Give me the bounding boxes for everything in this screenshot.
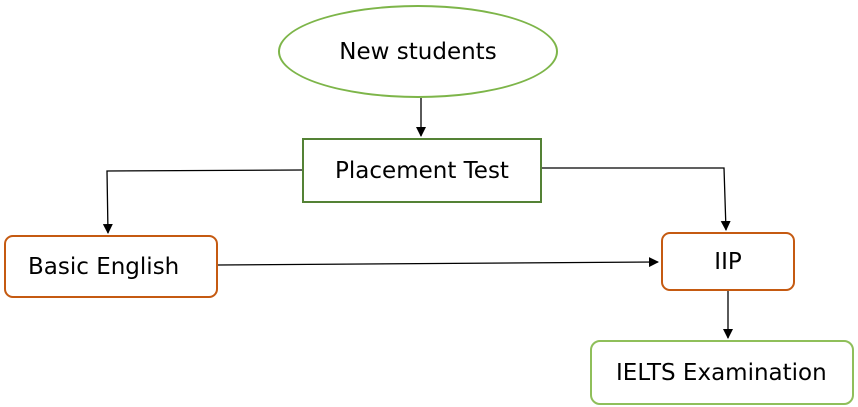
node-ielts-examination: IELTS Examination bbox=[590, 340, 854, 405]
node-label: Basic English bbox=[28, 253, 180, 280]
node-placement-test: Placement Test bbox=[302, 138, 542, 203]
connector-placement-test-to-basic-english bbox=[102, 169, 303, 234]
node-basic-english: Basic English bbox=[4, 235, 218, 298]
node-label: Placement Test bbox=[335, 157, 509, 184]
node-iip: IIP bbox=[661, 232, 795, 291]
node-label: IIP bbox=[714, 248, 742, 275]
connector-placement-test-to-iip bbox=[542, 167, 731, 231]
node-new-students: New students bbox=[278, 5, 558, 98]
connector-basic-english-to-iip bbox=[217, 257, 659, 268]
node-label: IELTS Examination bbox=[616, 359, 827, 386]
node-label: New students bbox=[339, 38, 497, 65]
